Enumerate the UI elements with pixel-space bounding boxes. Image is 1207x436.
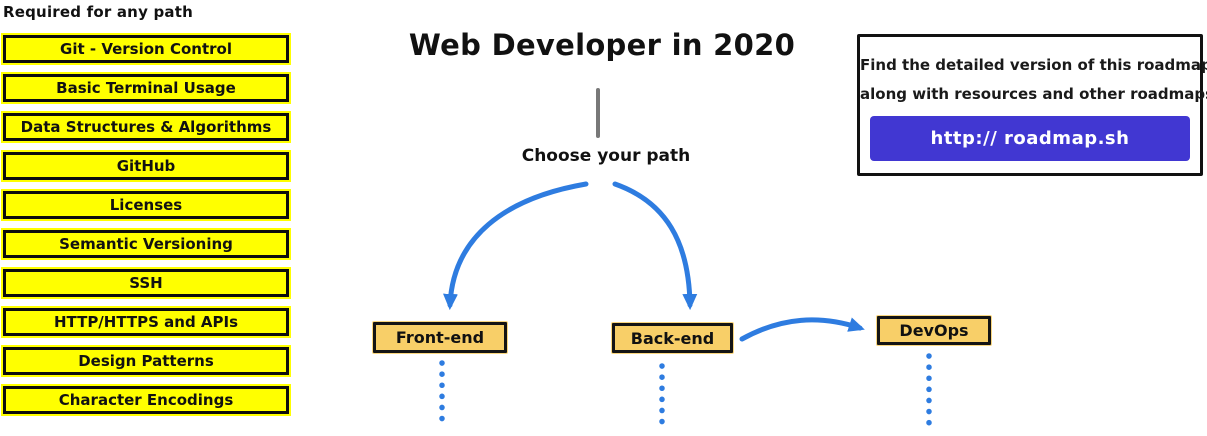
sidebar-item-semantic-versioning[interactable]: Semantic Versioning [3, 230, 289, 258]
sidebar-item-git-version-control[interactable]: Git - Version Control [3, 35, 289, 63]
info-box-line2: along with resources and other roadmaps [860, 85, 1207, 103]
sidebar-item-data-structures-algorithms[interactable]: Data Structures & Algorithms [3, 113, 289, 141]
path-node-devops[interactable]: DevOps [877, 316, 991, 345]
path-node-front-end[interactable]: Front-end [373, 322, 507, 353]
choose-your-path-label: Choose your path [521, 146, 691, 166]
path-node-back-end[interactable]: Back-end [612, 323, 733, 353]
info-box: Find the detailed version of this roadma… [857, 34, 1207, 176]
page-title: Web Developer in 2020 [408, 28, 796, 62]
sidebar-heading: Required for any path [3, 3, 193, 21]
arrow-back-end-to-devops [739, 317, 865, 342]
arrow-choose-to-front-end [443, 181, 589, 311]
arrow-choose-to-back-end [612, 181, 698, 311]
sidebar-item-licenses[interactable]: Licenses [3, 191, 289, 219]
info-box-line1: Find the detailed version of this roadma… [860, 56, 1207, 74]
sidebar-item-ssh[interactable]: SSH [3, 269, 289, 297]
title-stem-line [596, 88, 600, 138]
roadmap-url-button[interactable]: http:// roadmap.sh [870, 116, 1190, 161]
sidebar-item-design-patterns[interactable]: Design Patterns [3, 347, 289, 375]
sidebar-item-character-encodings[interactable]: Character Encodings [3, 386, 289, 414]
sidebar-item-github[interactable]: GitHub [3, 152, 289, 180]
sidebar-item-http-https-apis[interactable]: HTTP/HTTPS and APIs [3, 308, 289, 336]
sidebar-item-basic-terminal-usage[interactable]: Basic Terminal Usage [3, 74, 289, 102]
